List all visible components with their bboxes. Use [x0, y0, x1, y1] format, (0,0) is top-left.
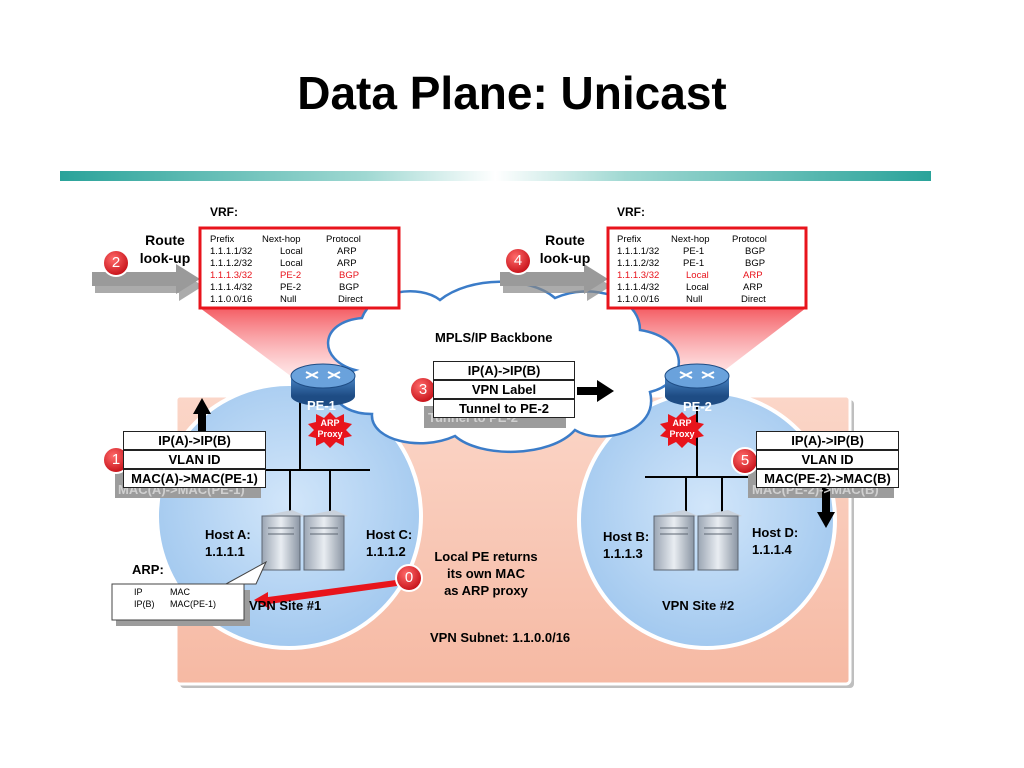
vrf-left-header-row: Prefix Next-hop Protocol: [210, 234, 361, 245]
vrf-left-row-highlighted: 1.1.1.3/32 PE-2 BGP: [210, 270, 360, 281]
pe2-label: PE-2: [683, 399, 712, 414]
pe2-arp-proxy-starburst: [660, 412, 704, 448]
vrf-left-row: 1.1.1.4/32 PE-2 BGP: [210, 282, 360, 293]
step-1-number: 1: [111, 451, 121, 468]
packet-right-down-arrow: [817, 488, 835, 528]
backbone-right-arrow: [577, 380, 614, 402]
vrf-right-table: Prefix Next-hop Protocol 1.1.1.1/32 PE-1…: [617, 234, 802, 306]
vrf-left-table: Prefix Next-hop Protocol 1.1.1.1/32 Loca…: [210, 234, 395, 306]
vrf-right-header-row: Prefix Next-hop Protocol: [617, 234, 767, 245]
step-0-badge: [395, 564, 423, 592]
packet-right-row-mac: MAC(PE-2)->MAC(B): [756, 469, 899, 488]
vrf-left-label: VRF:: [210, 205, 238, 219]
arp-reply-arrow: [254, 580, 397, 609]
slide-title: Data Plane: Unicast: [297, 67, 727, 119]
host-c-server: [303, 510, 348, 571]
packet-right-row-ip: IP(A)->IP(B): [756, 431, 899, 450]
vpn-site-1-label: VPN Site #1: [249, 598, 322, 613]
vrf-right-label: VRF:: [617, 205, 645, 219]
host-d-server: [697, 510, 742, 571]
vrf-right-row: 1.1.0.0/16 Null Direct: [617, 294, 766, 305]
vrf-right-row: 1.1.1.2/32 PE-1 BGP: [617, 258, 766, 269]
backbone-packet-row-vpn-label: VPN Label: [433, 380, 575, 399]
vrf-right-row-highlighted: 1.1.1.3/32 Local ARP: [617, 270, 763, 281]
arp-label: ARP:: [132, 562, 164, 577]
title-accent-bar: [60, 171, 931, 181]
pe1-router-icon: [290, 363, 356, 406]
pe2-router-icon: [664, 363, 730, 406]
pe2-arp-proxy-label: ARP Proxy: [669, 418, 695, 439]
packet-left-row-mac: MAC(A)->MAC(PE-1): [123, 469, 266, 488]
step-2-number: 2: [111, 254, 121, 271]
pe1-arp-proxy-starburst: [308, 412, 352, 448]
vrf-right-row: 1.1.1.1/32 PE-1 BGP: [617, 246, 766, 257]
arp-proxy-note: Local PE returns its own MAC as ARP prox…: [434, 549, 538, 598]
arp-table: IP MAC IP(B) MAC(PE-1): [134, 587, 217, 609]
vrf-left-row: 1.1.1.2/32 Local ARP: [210, 258, 357, 269]
host-b-label: Host B: 1.1.1.3: [603, 529, 650, 561]
packet-left-row-vlan: VLAN ID: [123, 450, 266, 469]
step-3-number: 3: [418, 381, 428, 398]
vpn-site-2-label: VPN Site #2: [662, 598, 735, 613]
host-a-label: Host A: 1.1.1.1: [205, 527, 251, 559]
step-4-badge: [504, 247, 532, 275]
packet-right-row-vlan: VLAN ID: [756, 450, 899, 469]
packet-left-up-arrow: [193, 398, 211, 432]
vrf-left-box: [198, 226, 401, 310]
route-lookup-right-label: Route look-up: [539, 232, 591, 266]
packet-left-row-ip: IP(A)->IP(B): [123, 431, 266, 450]
vpn-subnet-label: VPN Subnet: 1.1.0.0/16: [430, 630, 571, 645]
vrf-left-row: 1.1.1.1/32 Local ARP: [210, 246, 357, 257]
route-lookup-right-arrow: [500, 264, 611, 301]
pe1-label: PE-1: [307, 398, 336, 413]
step-4-number: 4: [513, 252, 523, 269]
arp-table-box: [111, 583, 245, 621]
step-0-number: 0: [404, 569, 414, 586]
mpls-backbone-label: MPLS/IP Backbone: [435, 330, 553, 345]
vrf-right-row: 1.1.1.4/32 Local ARP: [617, 282, 763, 293]
host-a-server: [261, 510, 306, 571]
vrf-left-row: 1.1.0.0/16 Null Direct: [210, 294, 363, 305]
host-b-server: [653, 510, 698, 571]
host-c-label: Host C: 1.1.1.2: [366, 527, 413, 559]
backbone-packet-row-tunnel: Tunnel to PE-2: [433, 399, 575, 418]
vrf-right-box: [606, 226, 808, 310]
route-lookup-left-arrow: [92, 264, 203, 301]
step-5-number: 5: [740, 452, 750, 469]
pe1-arp-proxy-label: ARP Proxy: [317, 418, 343, 439]
step-2-badge: [102, 249, 130, 277]
host-d-label: Host D: 1.1.1.4: [752, 525, 799, 557]
backbone-packet-row-ip: IP(A)->IP(B): [433, 361, 575, 380]
route-lookup-left-label: Route look-up: [139, 232, 191, 266]
